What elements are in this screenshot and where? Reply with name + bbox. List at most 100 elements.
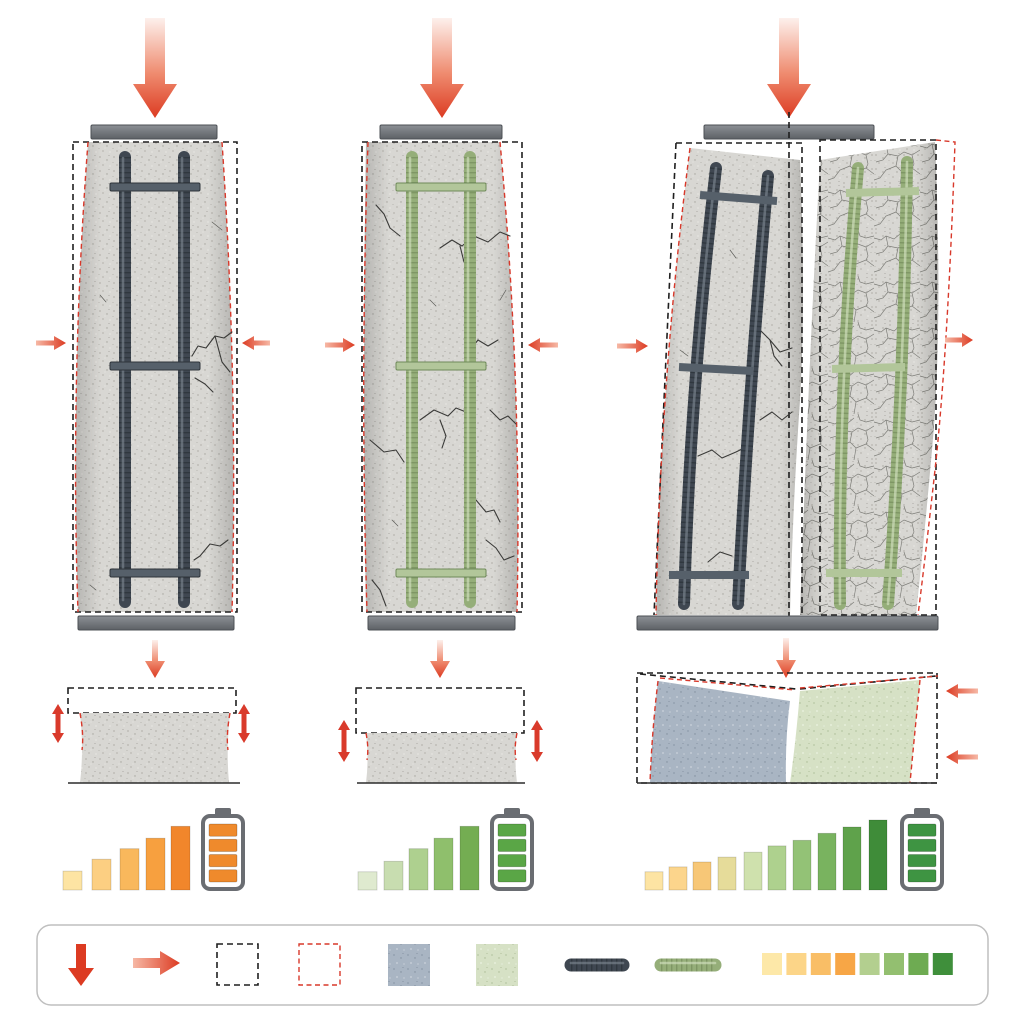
battery-segment (208, 838, 238, 852)
dark-rebar (678, 162, 722, 610)
battery-segment (907, 854, 937, 868)
cracks (679, 249, 793, 563)
double-arrow-icon (531, 720, 543, 762)
tie-bar (109, 568, 201, 578)
scale-swatch (908, 953, 929, 975)
scale-swatch (762, 953, 782, 975)
energy-bar (692, 861, 712, 891)
panel-2 (325, 18, 558, 891)
dark-rebar (178, 151, 190, 608)
column-body (75, 142, 234, 612)
energy-bar (357, 871, 378, 891)
panel-1 (36, 18, 270, 891)
original-outline (819, 139, 937, 616)
battery-segment (497, 823, 527, 837)
battery-full-icon (201, 808, 245, 891)
original-outline (67, 687, 237, 714)
lateral-load-arrow-icon (528, 338, 558, 352)
energy-bar (62, 870, 83, 891)
energy-bar (91, 858, 112, 891)
tie-bar (699, 191, 778, 205)
battery-segment (497, 838, 527, 852)
green-concrete-section (790, 680, 920, 783)
deformed-outline (655, 139, 956, 616)
green-rebar (406, 151, 418, 608)
green-concrete-swatch-icon (476, 944, 518, 986)
energy-bar (644, 871, 664, 891)
double-arrow-icon (338, 720, 350, 762)
blue-concrete-section (650, 681, 790, 783)
scale-swatch (932, 953, 953, 975)
battery-segment (497, 854, 527, 868)
original-outline (355, 687, 525, 734)
tie-bar (395, 182, 487, 192)
compressed-section (80, 713, 230, 783)
battery-segment (907, 838, 937, 852)
original-outline (361, 141, 523, 613)
battery-full-icon (490, 808, 534, 891)
lateral-load-arrow-icon (325, 338, 355, 352)
tie-bar (845, 187, 920, 197)
tie-bar (831, 363, 906, 373)
left-column-half (656, 148, 803, 615)
lateral-load-arrow-icon (946, 684, 978, 698)
lateral-load-arrow-icon (946, 750, 978, 764)
rebar-cage (109, 151, 201, 608)
tie-bar (395, 568, 487, 578)
battery-full-icon (900, 808, 944, 891)
battery-segment (907, 869, 937, 883)
panel-3 (617, 18, 978, 891)
deformed-outline (649, 675, 939, 784)
original-outline (72, 141, 238, 613)
legend (36, 924, 989, 1006)
energy-bar (717, 856, 737, 891)
tie-bar (678, 363, 754, 375)
green-rebar-icon (654, 958, 722, 972)
energy-bar (383, 860, 404, 891)
scale-swatch (786, 953, 807, 975)
battery-segment (497, 869, 527, 883)
column-body (364, 142, 518, 612)
scale-swatch (859, 953, 880, 975)
energy-bar-chart (644, 819, 888, 891)
scale-swatch (810, 953, 831, 975)
green-rebar (464, 151, 476, 608)
lateral-load-arrow-icon (36, 336, 66, 350)
energy-bar (668, 866, 688, 891)
energy-bar (170, 825, 191, 891)
bottom-support-plate (77, 615, 235, 631)
down-arrow-icon (145, 640, 165, 678)
green-rebar (833, 162, 864, 610)
double-arrow-icon (52, 704, 64, 743)
axial-load-arrow-icon (767, 18, 811, 118)
energy-bar (767, 845, 787, 891)
energy-bar (792, 839, 812, 891)
energy-bar (459, 825, 480, 891)
battery-segment (907, 823, 937, 837)
axial-load-arrow-icon (133, 18, 177, 118)
deformed-outline (79, 712, 231, 751)
energy-bar (868, 819, 888, 891)
bottom-support-plate (636, 615, 939, 631)
tie-bar (109, 182, 201, 192)
color-scale-icon (762, 953, 953, 975)
battery-segment (208, 869, 238, 883)
energy-bar (842, 826, 862, 891)
deformed-outline (365, 732, 518, 761)
rebar-cage (669, 156, 920, 610)
dark-rebar (732, 170, 774, 610)
energy-bar-chart (357, 825, 480, 891)
top-loading-plate (379, 124, 503, 140)
top-loading-plate (90, 124, 218, 140)
lateral-load-arrow-icon (242, 336, 270, 350)
bottom-support-plate (367, 615, 516, 631)
scale-swatch (884, 953, 904, 975)
green-rebar (882, 156, 913, 610)
energy-bar (743, 851, 763, 891)
scale-swatch (835, 953, 856, 975)
compressed-section (366, 733, 517, 783)
dark-rebar (119, 151, 131, 608)
axial-load-arrow-icon (420, 18, 464, 118)
down-arrow-icon (430, 640, 450, 678)
